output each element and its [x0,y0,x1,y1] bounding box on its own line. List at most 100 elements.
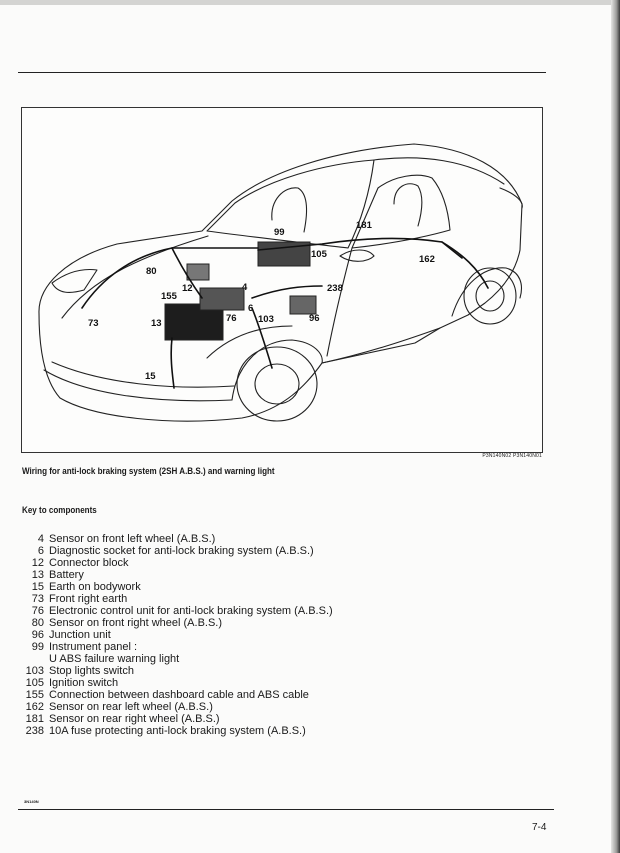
component-description: Junction unit [49,629,111,641]
harness-rear [441,241,489,289]
list-item: 155 Connection between dashboard cable an… [18,689,458,701]
component-number: 12 [31,557,44,569]
scan-edge-right [611,0,620,853]
junction-unit [289,295,317,315]
main-harness [81,247,259,309]
callout-96: 96 [309,313,320,324]
seat-rear [393,183,423,227]
callout-99: 99 [274,227,285,238]
front-grille [51,361,235,388]
seat-front [271,187,308,233]
component-description: Sensor on front left wheel (A.B.S.) [49,533,216,545]
list-item: 15 Earth on bodywork [18,581,458,593]
headlight [51,268,98,293]
list-item: 6 Diagnostic socket for anti-lock braking… [18,545,458,557]
scan-edge-top [0,0,620,5]
windshield [206,159,375,249]
callout-6: 6 [248,303,253,314]
harness-to-ecu [171,247,203,299]
key-heading: Key to components [22,505,97,516]
wiring-figure: 99 181 105 162 80 155 12 4 238 73 13 76 … [21,107,543,453]
component-number: 80 [31,617,44,629]
list-item: 181 Sensor on rear right wheel (A.B.S.) [18,713,458,725]
car-wiring-illustration: 99 181 105 162 80 155 12 4 238 73 13 76 … [38,143,523,422]
list-item: 13 Battery [18,569,458,581]
component-description: Sensor on rear left wheel (A.B.S.) [49,701,213,713]
component-number: 13 [31,569,44,581]
list-item: 238 10A fuse protecting anti-lock braking… [18,725,458,737]
callout-13: 13 [151,318,162,329]
figure-reference-code: P3N140N02 P3N140N01 [482,453,542,459]
connector-block [186,263,210,281]
door-line [326,247,353,357]
component-number: 238 [25,725,44,737]
component-description: U ABS failure warning light [49,653,180,665]
rear-wheel [463,267,517,325]
abs-control-unit [199,287,245,311]
component-number: 73 [31,593,44,605]
page-number: 7-4 [532,822,547,833]
component-number: 96 [31,629,44,641]
figure-caption: Wiring for anti-lock braking system (2SH… [22,466,275,477]
component-number: 99 [31,641,44,653]
side-mirror [339,249,375,262]
component-number: 155 [25,689,44,701]
list-item: 80 Sensor on front right wheel (A.B.S.) [18,617,458,629]
sill-line [321,327,441,364]
component-number: 162 [25,701,44,713]
callout-103: 103 [258,314,274,325]
harness-earth [170,337,175,389]
callout-105: 105 [311,249,328,260]
rear-spoiler [499,187,523,209]
component-description: Stop lights switch [49,665,134,677]
front-wheel [236,346,318,422]
callout-12: 12 [182,283,193,294]
component-description: Sensor on rear right wheel (A.B.S.) [49,713,220,725]
component-key-list: 4 Sensor on front left wheel (A.B.S.) 6 Di… [18,533,458,737]
car-body-outline [38,143,523,422]
component-number: 6 [37,545,44,557]
list-item: 76 Electronic control unit for anti-lock … [18,605,458,617]
list-item: 103 Stop lights switch [18,665,458,677]
fender-line [206,325,293,359]
callout-76: 76 [226,313,237,324]
footer-rule [18,809,554,810]
list-item: U ABS failure warning light [18,653,458,665]
callout-73: 73 [88,318,99,329]
callout-238: 238 [327,283,343,294]
component-number: 105 [25,677,44,689]
header-rule [18,72,546,73]
component-description: 10A fuse protecting anti-lock braking sy… [49,725,306,737]
component-description: Ignition switch [49,677,119,689]
harness-to-dash [257,237,463,259]
callout-181: 181 [356,220,373,231]
front-bumper [43,369,233,402]
component-number: 181 [25,713,44,725]
list-item: 162 Sensor on rear left wheel (A.B.S.) [18,701,458,713]
component-description: Front right earth [49,593,128,605]
component-number: 15 [31,581,44,593]
list-item: 73 Front right earth [18,593,458,605]
component-description: Sensor on front right wheel (A.B.S.) [49,617,223,629]
front-arch [231,339,323,401]
component-description: Diagnostic socket for anti-lock braking … [49,545,314,557]
component-description: Connector block [49,557,129,569]
component-description: Battery [49,569,84,581]
callout-labels: 99 181 105 162 80 155 12 4 238 73 13 76 … [88,220,435,382]
component-description: Connection between dashboard cable and A… [49,689,309,701]
component-number: 103 [25,665,44,677]
footer-code: 3N140N [24,799,39,804]
component-number: 4 [37,533,44,545]
callout-162: 162 [419,254,435,265]
component-description: Electronic control unit for anti-lock br… [49,605,333,617]
roof-line [373,157,505,185]
harness-front-wheel [251,307,273,369]
component-description: Earth on bodywork [49,581,141,593]
callout-4: 4 [242,282,248,293]
callout-15: 15 [145,371,156,382]
component-number: 76 [31,605,44,617]
harness-fuse [251,285,323,299]
hood-crease [61,235,209,319]
list-item: 105 Ignition switch [18,677,458,689]
